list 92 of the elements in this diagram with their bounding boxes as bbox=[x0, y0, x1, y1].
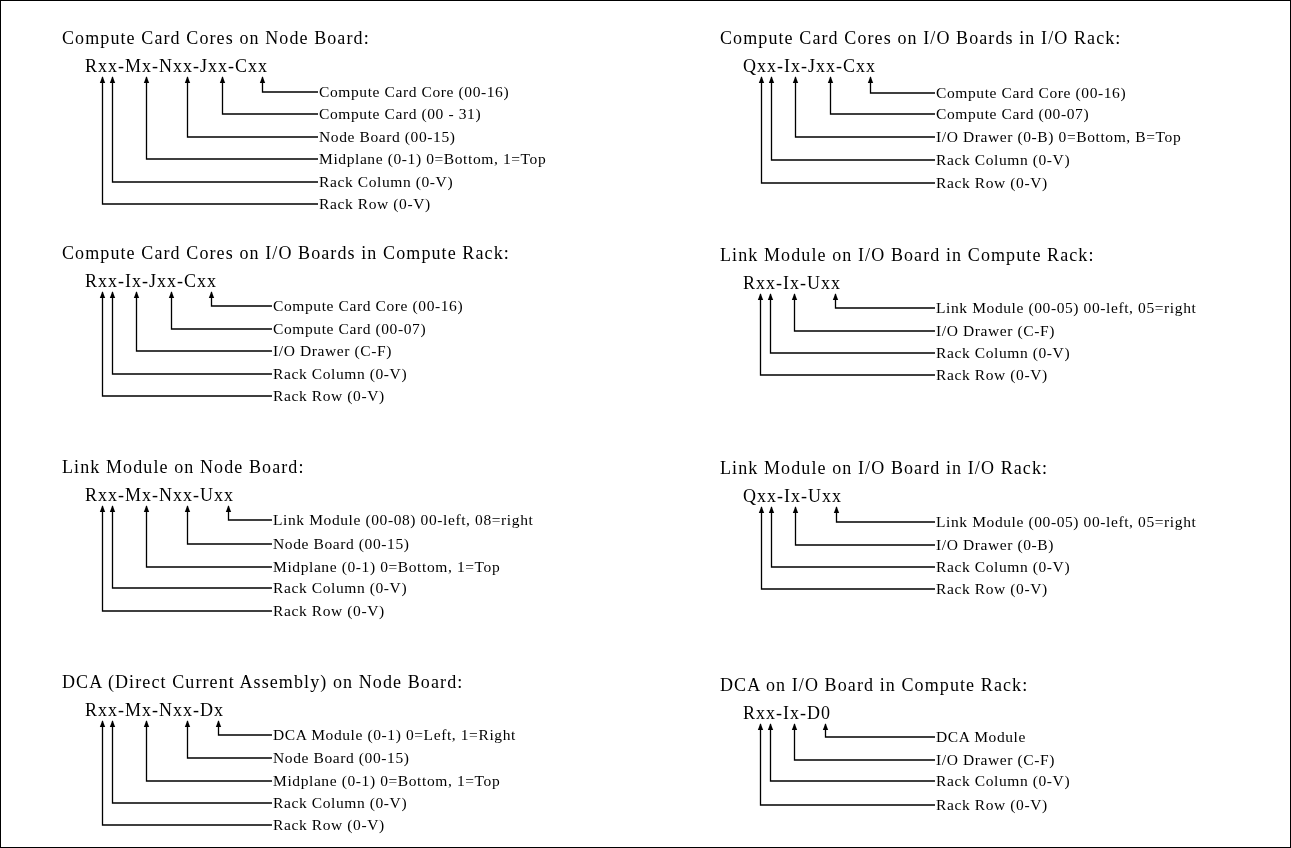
leader-line bbox=[184, 76, 319, 138]
leader-line bbox=[758, 76, 936, 184]
field-description: I/O Drawer (0-B) bbox=[936, 536, 1055, 554]
field-description: Rack Column (0-V) bbox=[936, 558, 1071, 576]
field-description: Rack Row (0-V) bbox=[273, 387, 385, 405]
leader-line bbox=[109, 76, 319, 183]
leader-line bbox=[133, 291, 273, 352]
field-description: Rack Column (0-V) bbox=[936, 772, 1071, 790]
field-description: I/O Drawer (C-F) bbox=[273, 342, 392, 360]
field-description: Link Module (00-08) 00-left, 08=right bbox=[273, 511, 534, 529]
leader-line bbox=[99, 720, 273, 826]
field-description: Rack Column (0-V) bbox=[273, 579, 408, 597]
field-description: Rack Row (0-V) bbox=[273, 602, 385, 620]
leader-line bbox=[99, 76, 319, 205]
field-description: Rack Column (0-V) bbox=[936, 344, 1071, 362]
location-code: Rxx-Mx-Nxx-Uxx bbox=[85, 485, 234, 505]
leader-line bbox=[827, 76, 936, 115]
field-description: Compute Card (00-07) bbox=[273, 320, 427, 338]
field-description: Rack Column (0-V) bbox=[273, 365, 408, 383]
leader-line bbox=[791, 293, 936, 332]
field-description: Midplane (0-1) 0=Bottom, 1=Top bbox=[319, 150, 547, 168]
location-code: Rxx-Ix-D0 bbox=[743, 703, 831, 723]
field-description: I/O Drawer (C-F) bbox=[936, 751, 1055, 769]
section-heading: DCA on I/O Board in Compute Rack: bbox=[720, 674, 1029, 696]
location-code: Rxx-Ix-Uxx bbox=[743, 273, 841, 293]
field-description: Compute Card (00-07) bbox=[936, 105, 1090, 123]
leader-line bbox=[757, 723, 936, 806]
field-description: Link Module (00-05) 00-left, 05=right bbox=[936, 299, 1197, 317]
leader-line bbox=[832, 293, 936, 309]
leader-line bbox=[867, 76, 936, 94]
leader-line bbox=[143, 505, 273, 568]
leader-line bbox=[767, 723, 936, 782]
leader-line bbox=[767, 293, 936, 354]
field-description: Rack Row (0-V) bbox=[936, 796, 1048, 814]
field-description: DCA Module (0-1) 0=Left, 1=Right bbox=[273, 726, 516, 744]
section-heading: DCA (Direct Current Assembly) on Node Board: bbox=[62, 671, 464, 693]
leader-line bbox=[109, 720, 273, 804]
section-heading: Compute Card Cores on Node Board: bbox=[62, 27, 370, 49]
field-description: Compute Card Core (00-16) bbox=[273, 297, 464, 315]
field-description: Rack Column (0-V) bbox=[936, 151, 1071, 169]
field-description: Rack Column (0-V) bbox=[319, 173, 454, 191]
field-description: Link Module (00-05) 00-left, 05=right bbox=[936, 513, 1197, 531]
location-code: Rxx-Mx-Nxx-Dx bbox=[85, 700, 224, 720]
field-description: I/O Drawer (0-B) 0=Bottom, B=Top bbox=[936, 128, 1182, 146]
location-code: Rxx-Ix-Jxx-Cxx bbox=[85, 271, 217, 291]
leader-line bbox=[758, 506, 936, 590]
leader-line bbox=[225, 505, 273, 521]
section-heading: Link Module on I/O Board in Compute Rack: bbox=[720, 244, 1095, 266]
field-description: Midplane (0-1) 0=Bottom, 1=Top bbox=[273, 772, 501, 790]
field-description: Compute Card Core (00-16) bbox=[936, 84, 1127, 102]
leader-line bbox=[143, 76, 319, 160]
leader-line bbox=[768, 506, 936, 568]
section-heading: Link Module on I/O Board in I/O Rack: bbox=[720, 457, 1049, 479]
leader-line bbox=[109, 291, 273, 375]
leader-line bbox=[208, 291, 273, 307]
field-description: Node Board (00-15) bbox=[319, 128, 456, 146]
field-description: Rack Column (0-V) bbox=[273, 794, 408, 812]
field-description: Rack Row (0-V) bbox=[936, 174, 1048, 192]
leader-line bbox=[99, 505, 273, 612]
leader-line bbox=[168, 291, 273, 330]
section-heading: Link Module on Node Board: bbox=[62, 456, 305, 478]
leader-line bbox=[757, 293, 936, 376]
field-description: I/O Drawer (C-F) bbox=[936, 322, 1055, 340]
field-description: Compute Card (00 - 31) bbox=[319, 105, 482, 123]
location-code: Qxx-Ix-Uxx bbox=[743, 486, 842, 506]
field-description: Node Board (00-15) bbox=[273, 535, 410, 553]
leader-line bbox=[109, 505, 273, 589]
leader-line bbox=[219, 76, 319, 115]
leader-line bbox=[792, 76, 936, 138]
leader-line bbox=[791, 723, 936, 761]
field-description: DCA Module bbox=[936, 728, 1026, 746]
field-description: Compute Card Core (00-16) bbox=[319, 83, 510, 101]
location-code: Qxx-Ix-Jxx-Cxx bbox=[743, 56, 876, 76]
field-description: Rack Row (0-V) bbox=[319, 195, 431, 213]
leader-line bbox=[215, 720, 273, 736]
field-description: Rack Row (0-V) bbox=[273, 816, 385, 834]
leader-line bbox=[99, 291, 273, 397]
field-description: Midplane (0-1) 0=Bottom, 1=Top bbox=[273, 558, 501, 576]
leader-line bbox=[792, 506, 936, 546]
location-code: Rxx-Mx-Nxx-Jxx-Cxx bbox=[85, 56, 268, 76]
section-heading: Compute Card Cores on I/O Boards in I/O Rack: bbox=[720, 27, 1122, 49]
leader-line bbox=[768, 76, 936, 161]
section-heading: Compute Card Cores on I/O Boards in Compute Rack: bbox=[62, 242, 510, 264]
leader-line bbox=[184, 720, 273, 759]
leader-line bbox=[259, 76, 319, 93]
leader-line bbox=[143, 720, 273, 782]
field-description: Rack Row (0-V) bbox=[936, 366, 1048, 384]
leader-line bbox=[184, 505, 273, 545]
leader-line bbox=[822, 723, 936, 738]
field-description: Rack Row (0-V) bbox=[936, 580, 1048, 598]
field-description: Node Board (00-15) bbox=[273, 749, 410, 767]
leader-line bbox=[833, 506, 936, 523]
